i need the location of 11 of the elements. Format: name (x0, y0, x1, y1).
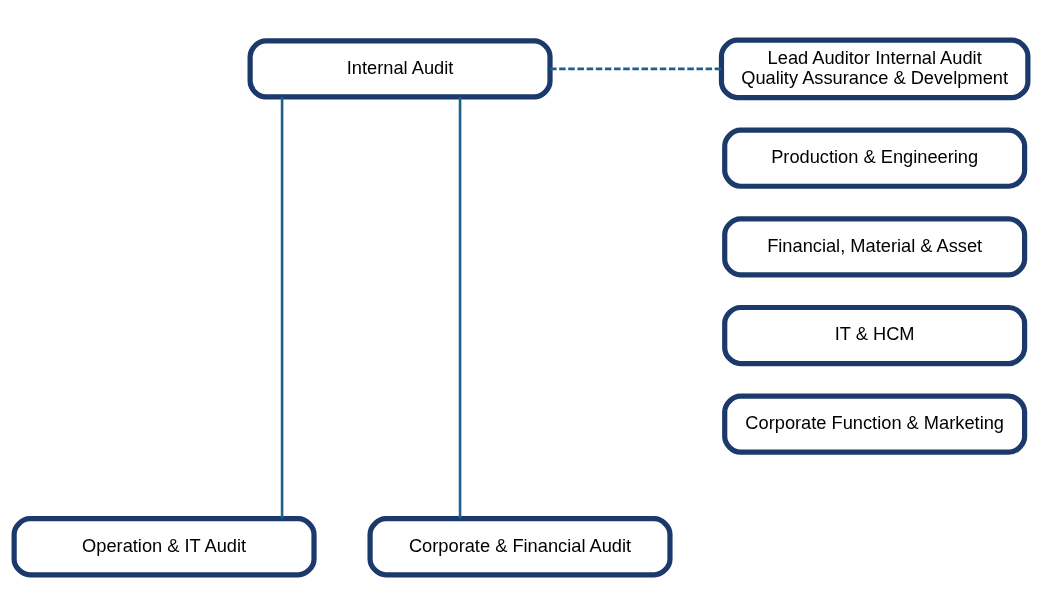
connector (280, 96, 284, 518)
node-box: Operation & IT Audit (11, 515, 317, 577)
node-box: Corporate & Financial Audit (367, 515, 673, 577)
node-box: IT & HCM (722, 304, 1028, 366)
node-box: Financial, Material & Asset (722, 215, 1028, 277)
connector (550, 67, 722, 70)
node-box: Production & Engineering (722, 127, 1028, 189)
node-box: Lead Auditor Internal Audit Quality Assurance & Develpment (718, 37, 1031, 100)
node-box: Corporate Function & Marketing (722, 393, 1028, 455)
connector (458, 96, 462, 518)
node-box: Internal Audit (247, 37, 553, 100)
